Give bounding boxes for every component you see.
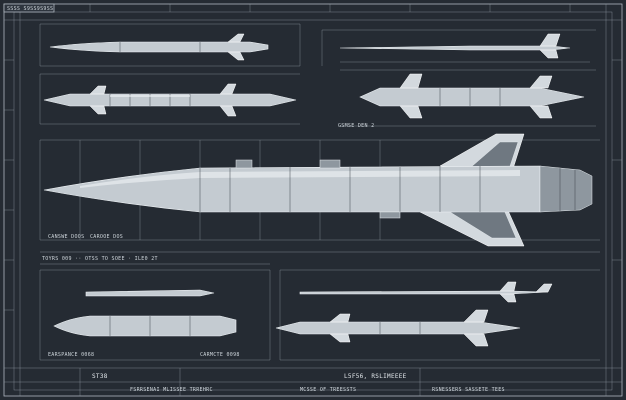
header-tab-text: SSSS S9SS9S9SS [7, 6, 53, 12]
missile-view-bottom-left: EARSPANCE 0068 CARMCTE 0098 [39, 269, 271, 361]
mid-notes: TOYRS 009 ·· OTSS TO SOEE · ILE0 2T [40, 251, 600, 265]
missile-view-bottom-right [275, 269, 600, 361]
footer-right: RSNESSERS SASSETE TEES [432, 387, 505, 393]
label-bottom-left-a: EARSPANCE 0068 [48, 352, 94, 358]
missile-view-top-right [321, 29, 596, 66]
drawing-frame: SSSS S9SS9S9SS [3, 3, 623, 397]
label-bottom-left-b: CARMCTE 0098 [200, 352, 240, 358]
label-mid-left-a: CANSWE DOOS [48, 234, 84, 240]
footer-mid: MCSSE OF TREESSTS [300, 387, 356, 393]
title-block-right: L5F56, RSLIMEEEE [344, 373, 407, 380]
label-mid-left-b: CAROOE DOS [90, 234, 123, 240]
title-block-left: ST38 [92, 373, 108, 380]
main-missile: CANSWE DOOS CAROOE DOS [39, 133, 600, 247]
missile-view-top-left [39, 23, 301, 67]
title-block: ST38 L5F56, RSLIMEEEE FSRRSENAI MLISSEE … [79, 368, 505, 396]
missile-view-right-row2: GSMSE DEN 2 [338, 69, 596, 129]
caption-top-right: GSMSE DEN 2 [338, 123, 374, 129]
missile-view-left-row2 [39, 73, 300, 125]
footer-left: FSRRSENAI MLISSEE TRREHRC [130, 387, 213, 393]
mid-note: TOYRS 009 ·· OTSS TO SOEE · ILE0 2T [42, 256, 158, 262]
